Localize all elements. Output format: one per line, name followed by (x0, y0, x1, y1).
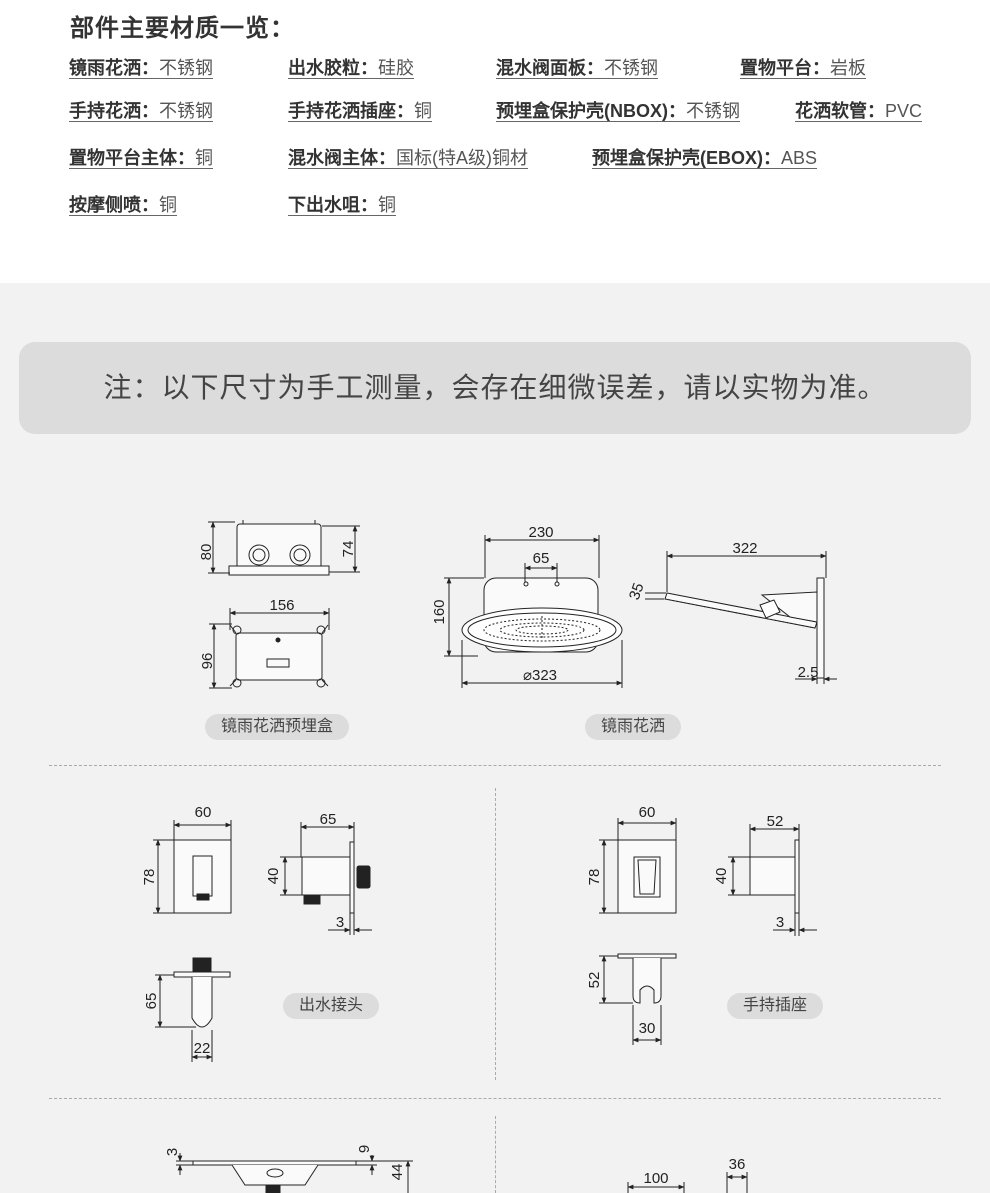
shelf-platform-drawing (192, 1160, 357, 1193)
measurement-note: 注：以下尺寸为手工测量，会存在细微误差，请以实物为准。 (19, 342, 971, 434)
dim-label: 65 (533, 550, 550, 567)
holder-front-drawing (617, 839, 677, 914)
label-outlet-connector: 出水接头 (283, 993, 380, 1019)
dim-label: 3 (336, 914, 344, 931)
dim-label: 96 (199, 653, 216, 670)
dim-label: 78 (586, 869, 603, 886)
dim-label: 100 (643, 1170, 668, 1187)
dim-label: 9 (356, 1145, 373, 1153)
divider (495, 788, 496, 1080)
outlet-front-drawing (173, 839, 232, 914)
divider (495, 1116, 496, 1193)
dim-label: 3 (164, 1148, 181, 1156)
materials-section: 部件主要材质一览： 镜雨花洒：不锈钢 出水胶粒：硅胶 混水阀面板：不锈钢 置物平… (0, 0, 990, 283)
dim-label: 78 (141, 869, 158, 886)
divider (49, 1098, 941, 1099)
dim-label: 40 (713, 868, 730, 885)
dim-label: 44 (389, 1164, 406, 1181)
dim-label: 65 (143, 993, 160, 1010)
dim-label: 160 (431, 599, 448, 624)
materials-title: 部件主要材质一览： (70, 15, 295, 42)
dim-label: 52 (586, 972, 603, 989)
label-embed-box: 镜雨花洒预埋盒 (205, 714, 350, 740)
dim-label: 3 (776, 914, 784, 931)
dim-label: 230 (528, 524, 553, 541)
material-item: 预埋盒保护壳(NBOX)：不锈钢 (496, 101, 740, 122)
material-item: 混水阀面板：不锈钢 (496, 58, 658, 79)
material-item: 预埋盒保护壳(EBOX)：ABS (592, 148, 818, 169)
rain-shower-side-drawing (664, 577, 825, 679)
label-rain-shower: 镜雨花洒 (585, 714, 682, 740)
embed-box-front-drawing (228, 520, 330, 576)
material-item: 花洒软管：PVC (795, 101, 923, 122)
dim-label: 2.5 (798, 664, 819, 681)
material-item: 置物平台主体：铜 (69, 148, 213, 169)
embed-box-top-drawing (229, 624, 329, 688)
material-item: 混水阀主体：国标(特A级)铜材 (288, 148, 528, 169)
outlet-side-drawing (301, 841, 371, 914)
holder-bottom-drawing (617, 953, 677, 1004)
material-item: 手持花洒插座：铜 (288, 101, 432, 122)
dim-label: 60 (639, 804, 656, 821)
dim-label: 74 (340, 541, 357, 558)
dim-label: 22 (194, 1040, 211, 1057)
dim-label: 35 (626, 581, 648, 602)
dim-label: 30 (639, 1020, 656, 1037)
divider (49, 765, 941, 766)
material-item: 出水胶粒：硅胶 (288, 58, 414, 79)
dim-label: 65 (320, 811, 337, 828)
material-item: 手持花洒：不锈钢 (69, 101, 213, 122)
material-item: 镜雨花洒：不锈钢 (69, 58, 213, 79)
holder-side-drawing (749, 839, 800, 914)
material-item: 下出水咀：铜 (288, 195, 396, 216)
dim-label: 40 (265, 868, 282, 885)
dim-label: 156 (269, 597, 294, 614)
dim-label: 52 (767, 813, 784, 830)
dim-label: 80 (198, 544, 215, 561)
label-hand-holder: 手持插座 (727, 993, 824, 1019)
outlet-pipe-drawing (173, 957, 231, 1028)
dim-label: 36 (729, 1156, 746, 1173)
dim-label: 60 (195, 804, 212, 821)
dim-label: ⌀323 (523, 667, 557, 684)
rain-shower-front-drawing (461, 577, 623, 653)
material-item: 置物平台：岩板 (740, 58, 866, 79)
material-item: 按摩侧喷：铜 (69, 195, 177, 216)
dim-label: 322 (732, 540, 757, 557)
